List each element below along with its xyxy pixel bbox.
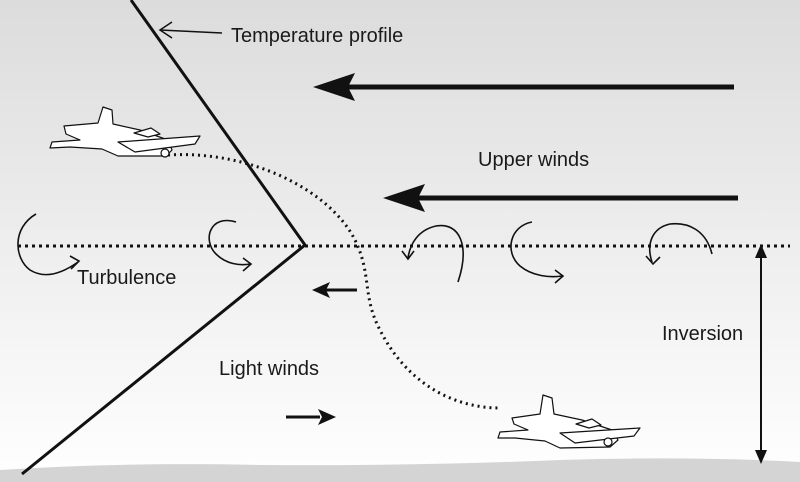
turbulence-label: Turbulence [77,268,176,288]
light-winds-label: Light winds [219,359,319,379]
temperature-profile-label: Temperature profile [231,26,403,46]
inversion-label: Inversion [662,324,743,344]
upper-winds-label: Upper winds [478,150,589,170]
